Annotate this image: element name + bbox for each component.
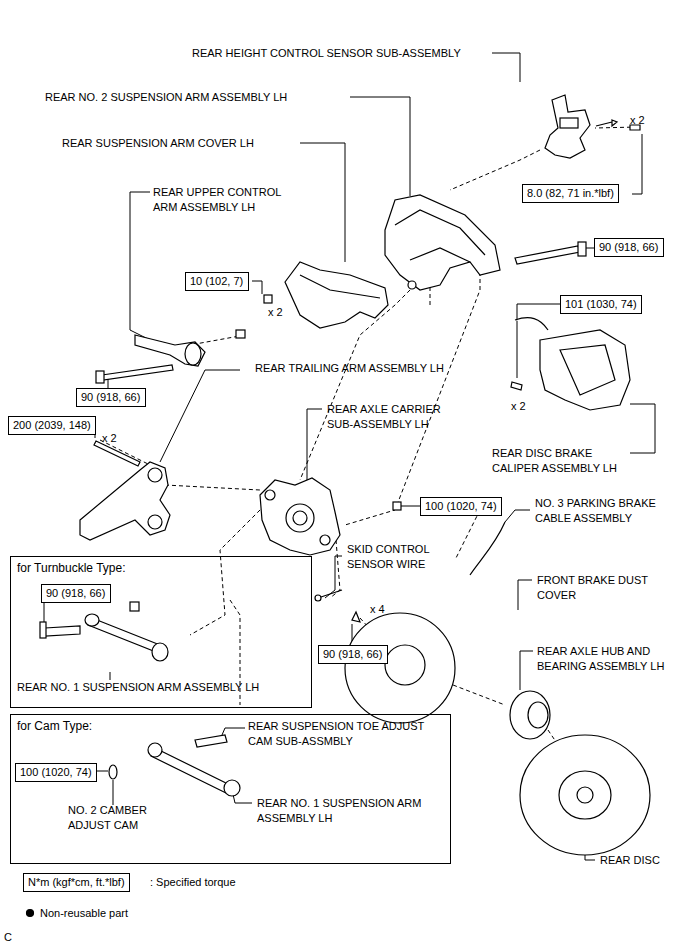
torque-box: 100 (1020, 74) bbox=[420, 497, 502, 516]
torque-value: 101 (1030, 74) bbox=[565, 298, 637, 310]
variant-frame: for Cam Type: 100 (1020, 74) bbox=[10, 714, 451, 864]
torque-box: 90 (918, 66) bbox=[594, 238, 664, 257]
leader-line bbox=[44, 601, 45, 622]
leader-line bbox=[113, 780, 114, 805]
torque-box: 10 (102, 7) bbox=[185, 272, 249, 291]
torque-box: 90 (918, 66) bbox=[41, 584, 111, 603]
part-name: REAR AXLE HUB AND BEARING ASSEMBLY LH bbox=[537, 644, 682, 674]
leader-line bbox=[130, 192, 150, 340]
leader-line bbox=[632, 134, 642, 194]
leader-line bbox=[110, 672, 111, 680]
torque-box: 90 (918, 66) bbox=[318, 645, 388, 664]
part-name: FRONT BRAKE DUST COVER bbox=[537, 573, 672, 603]
leader-line bbox=[222, 728, 245, 735]
part-name: REAR TRAILING ARM ASSEMBLY LH bbox=[255, 361, 444, 376]
part-name: REAR SUSPENSION TOE ADJUST CAM SUB-ASSMB… bbox=[248, 719, 433, 749]
quantity-note: x 2 bbox=[102, 431, 117, 446]
leader-line bbox=[505, 510, 530, 522]
bracket bbox=[630, 404, 655, 453]
quantity-note: C bbox=[4, 930, 12, 945]
leader-line bbox=[300, 143, 345, 262]
leader-line bbox=[307, 409, 322, 482]
part-name: REAR NO. 1 SUSPENSION ARM ASSEMBLY LH bbox=[17, 680, 259, 695]
torque-value: 90 (918, 66) bbox=[599, 241, 658, 253]
part-name: SKID CONTROL SENSOR WIRE bbox=[347, 542, 462, 572]
frame-heading: for Turnbuckle Type: bbox=[17, 561, 126, 575]
part-name: REAR HEIGHT CONTROL SENSOR SUB-ASSEMBLY bbox=[192, 46, 461, 61]
torque-value: 200 (2039, 148) bbox=[13, 419, 91, 431]
torque-value: 10 (102, 7) bbox=[190, 275, 243, 287]
torque-box: 8.0 (82, 71 in.*lbf) bbox=[522, 184, 619, 203]
torque-box: 101 (1030, 74) bbox=[560, 295, 642, 314]
leader-line bbox=[492, 53, 520, 82]
torque-value: 8.0 (82, 71 in.*lbf) bbox=[527, 187, 614, 199]
torque-value: 100 (1020, 74) bbox=[20, 766, 92, 778]
part-name: NO. 2 CAMBER ADJUST CAM bbox=[68, 803, 168, 833]
quantity-note: x 2 bbox=[630, 113, 645, 128]
torque-box: N*m (kgf*cm, ft.*lbf) bbox=[23, 873, 130, 892]
part-name: REAR SUSPENSION ARM COVER LH bbox=[62, 136, 254, 151]
part-name: REAR DISC bbox=[600, 853, 660, 868]
torque-box: 200 (2039, 148) bbox=[8, 416, 96, 435]
torque-value: 90 (918, 66) bbox=[81, 391, 140, 403]
quantity-note: x 2 bbox=[511, 399, 526, 414]
legend-text: Non-reusable part bbox=[40, 906, 128, 921]
torque-value: 90 (918, 66) bbox=[46, 587, 105, 599]
leader-line bbox=[350, 97, 410, 196]
torque-value: 100 (1020, 74) bbox=[425, 500, 497, 512]
part-name: REAR NO. 1 SUSPENSION ARM ASSEMBLY LH bbox=[257, 796, 432, 826]
torque-box: 100 (1020, 74) bbox=[15, 763, 97, 782]
torque-box: 90 (918, 66) bbox=[76, 388, 146, 407]
torque-value: 90 (918, 66) bbox=[323, 648, 382, 660]
torque-value: N*m (kgf*cm, ft.*lbf) bbox=[28, 876, 125, 888]
quantity-note: x 2 bbox=[268, 305, 283, 320]
part-name: REAR UPPER CONTROL ARM ASSEMBLY LH bbox=[153, 185, 303, 215]
leader-line bbox=[252, 281, 262, 294]
leader-line bbox=[520, 651, 533, 690]
part-name: REAR NO. 2 SUSPENSION ARM ASSEMBLY LH bbox=[45, 90, 287, 105]
part-name: REAR DISC BRAKE CALIPER ASSEMBLY LH bbox=[492, 446, 642, 476]
frame-heading: for Cam Type: bbox=[17, 719, 92, 733]
part-name: NO. 3 PARKING BRAKE CABLE ASSEMBLY bbox=[535, 496, 685, 526]
quantity-note: x 4 bbox=[370, 602, 385, 617]
part-name: REAR AXLE CARRIER SUB-ASSEMBLY LH bbox=[327, 402, 467, 432]
leader-line bbox=[518, 580, 532, 610]
legend-text: : Specified torque bbox=[150, 875, 236, 890]
leader-line bbox=[160, 370, 240, 462]
